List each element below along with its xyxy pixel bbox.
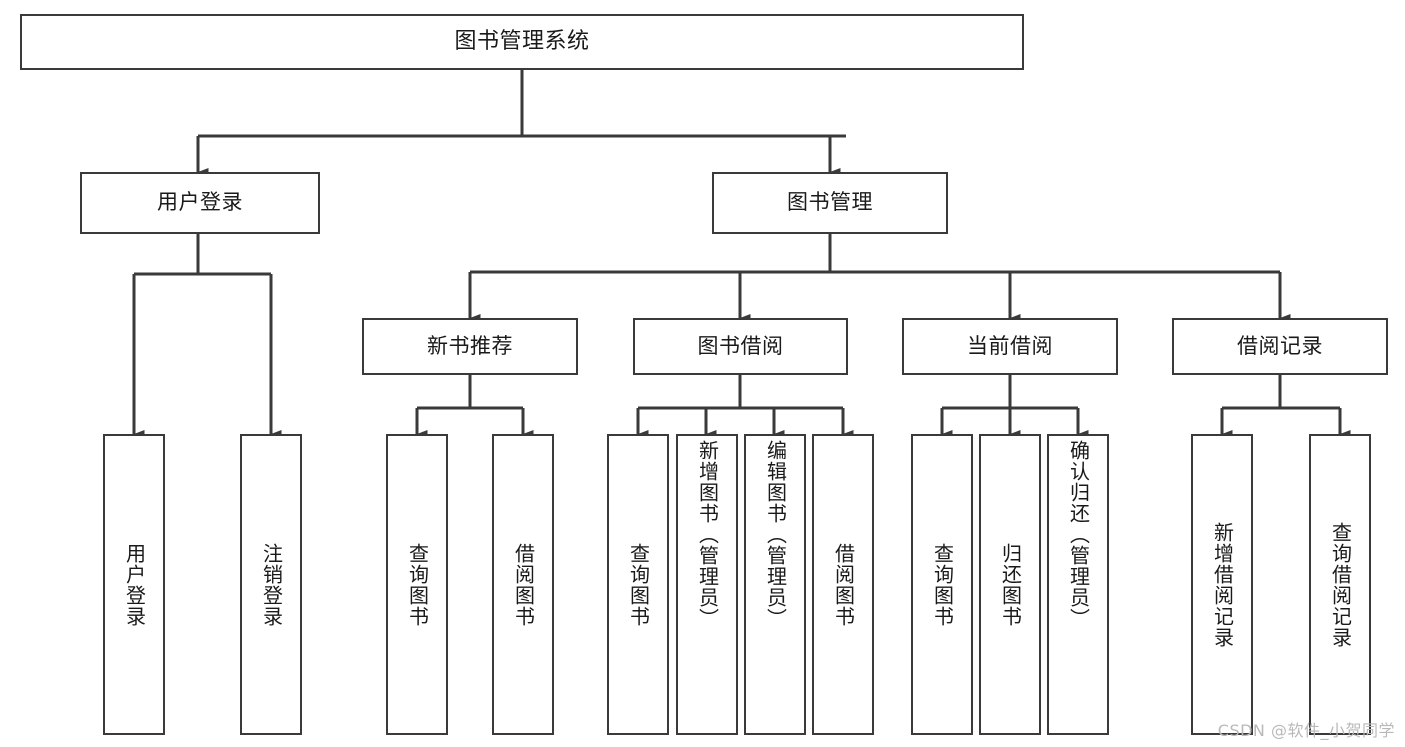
leaf-confirm-return-admin[interactable]: 确认归还（管理员） — [1047, 434, 1109, 735]
node-label: 确认归还（管理员） — [1066, 440, 1091, 629]
node-label: 借阅记录 — [1237, 333, 1323, 358]
node-label: 借阅图书 — [831, 542, 856, 627]
node-label: 新增图书（管理员） — [695, 440, 720, 629]
node-book-borrow[interactable]: 图书借阅 — [633, 318, 848, 375]
leaf-add-book-admin[interactable]: 新增图书（管理员） — [676, 434, 738, 735]
node-current-borrow[interactable]: 当前借阅 — [902, 318, 1118, 375]
leaf-query-borrow-record[interactable]: 查询借阅记录 — [1309, 434, 1371, 735]
node-label: 注销登录 — [259, 542, 284, 627]
node-label: 查询图书 — [405, 542, 430, 627]
node-label: 用户登录 — [157, 190, 243, 215]
node-label: 图书借阅 — [697, 333, 784, 358]
leaf-user-login[interactable]: 用户登录 — [103, 434, 165, 735]
node-label: 新增借阅记录 — [1210, 521, 1235, 648]
node-label: 用户登录 — [122, 542, 147, 627]
node-borrow-record[interactable]: 借阅记录 — [1172, 318, 1388, 375]
node-label: 查询图书 — [626, 542, 651, 627]
node-label: 新书推荐 — [427, 333, 513, 358]
node-user-login[interactable]: 用户登录 — [80, 172, 320, 234]
node-label: 查询图书 — [930, 542, 955, 627]
leaf-query-book-borrow[interactable]: 查询图书 — [607, 434, 669, 735]
node-label: 归还图书 — [998, 542, 1023, 627]
node-book-management[interactable]: 图书管理 — [712, 172, 948, 234]
leaf-logout-login[interactable]: 注销登录 — [240, 434, 302, 735]
node-label: 借阅图书 — [511, 542, 536, 627]
node-label: 图书管理 — [787, 190, 873, 215]
leaf-borrow-book[interactable]: 借阅图书 — [812, 434, 874, 735]
node-label: 当前借阅 — [967, 333, 1053, 358]
leaf-query-book-current[interactable]: 查询图书 — [911, 434, 973, 735]
leaf-return-book[interactable]: 归还图书 — [979, 434, 1041, 735]
leaf-add-borrow-record[interactable]: 新增借阅记录 — [1191, 434, 1253, 735]
leaf-borrow-book-recommend[interactable]: 借阅图书 — [492, 434, 554, 735]
leaf-edit-book-admin[interactable]: 编辑图书（管理员） — [744, 434, 806, 735]
node-new-book-recommend[interactable]: 新书推荐 — [362, 318, 578, 375]
node-label: 查询借阅记录 — [1328, 521, 1353, 648]
node-root-book-management-system[interactable]: 图书管理系统 — [20, 14, 1024, 70]
node-label: 编辑图书（管理员） — [763, 440, 788, 629]
csdn-watermark: CSDN @软件_小贺同学 — [1217, 721, 1395, 740]
node-label: 图书管理系统 — [454, 28, 590, 54]
leaf-query-book-recommend[interactable]: 查询图书 — [386, 434, 448, 735]
